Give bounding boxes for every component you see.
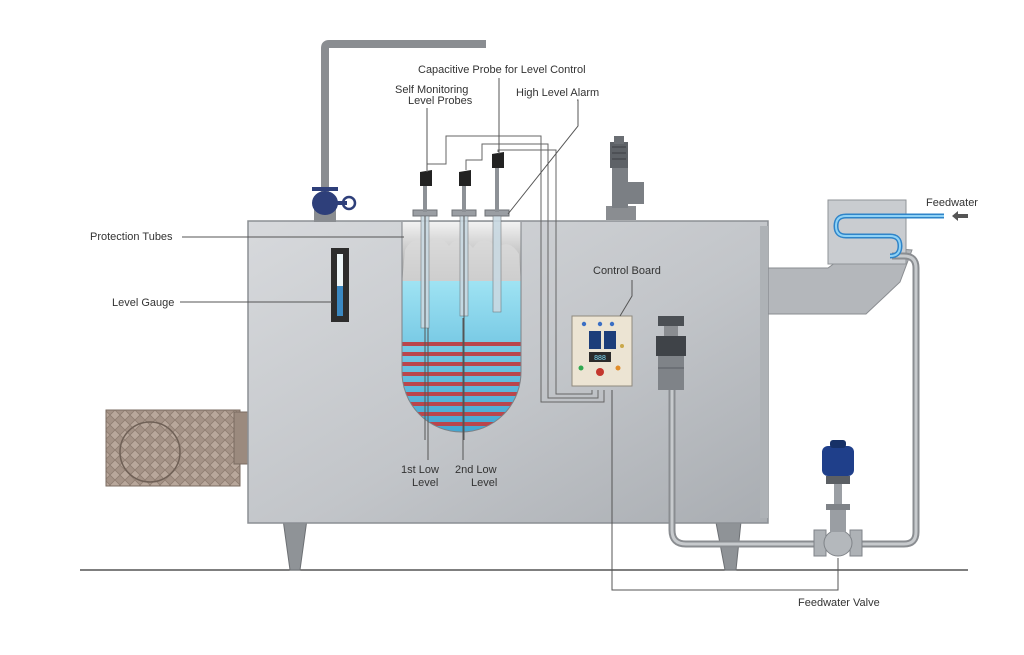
label-level-gauge: Level Gauge [112,297,174,309]
label-capacitive-probe: Capacitive Probe for Level Control [418,64,586,76]
safety-valve-icon [606,136,644,220]
tank-end-cap [760,226,768,518]
label-first-low-line2: Level [412,477,438,489]
label-feedwater-valve: Feedwater Valve [798,597,880,609]
label-second-low-line1: 2nd Low [455,464,497,476]
feedwater-pump [656,316,686,390]
cutaway-outline [401,222,522,433]
burner [105,409,251,487]
label-self-monitoring-line2: Level Probes [408,95,473,107]
economizer-coil-inner [834,215,944,257]
leader-lines [180,78,839,591]
label-first-low-line1: 1st Low [401,464,439,476]
probe-wiring [426,135,605,403]
heating-tubes [402,342,521,426]
label-second-low-line2: Level [471,477,497,489]
label-high-level-alarm: High Level Alarm [516,87,599,99]
probe-3 [484,152,510,313]
feedwater-piping-inner [670,254,918,546]
label-feedwater: Feedwater [926,197,978,209]
control-board: 888 [571,315,633,387]
probe-1 [412,170,438,440]
steam-gate-valve-icon [312,187,357,222]
label-self-monitoring-line1: Self Monitoring [395,84,468,96]
probe-2 [451,170,477,440]
control-board-display: 888 [594,355,606,362]
arrow-left-icon [952,211,968,221]
control-valve-icon [813,440,863,557]
level-gauge-glass [331,248,349,322]
level-probes [412,152,510,440]
steam-pipe [321,40,486,200]
label-control-board: Control Board [593,265,661,277]
label-protection-tubes: Protection Tubes [90,231,173,243]
